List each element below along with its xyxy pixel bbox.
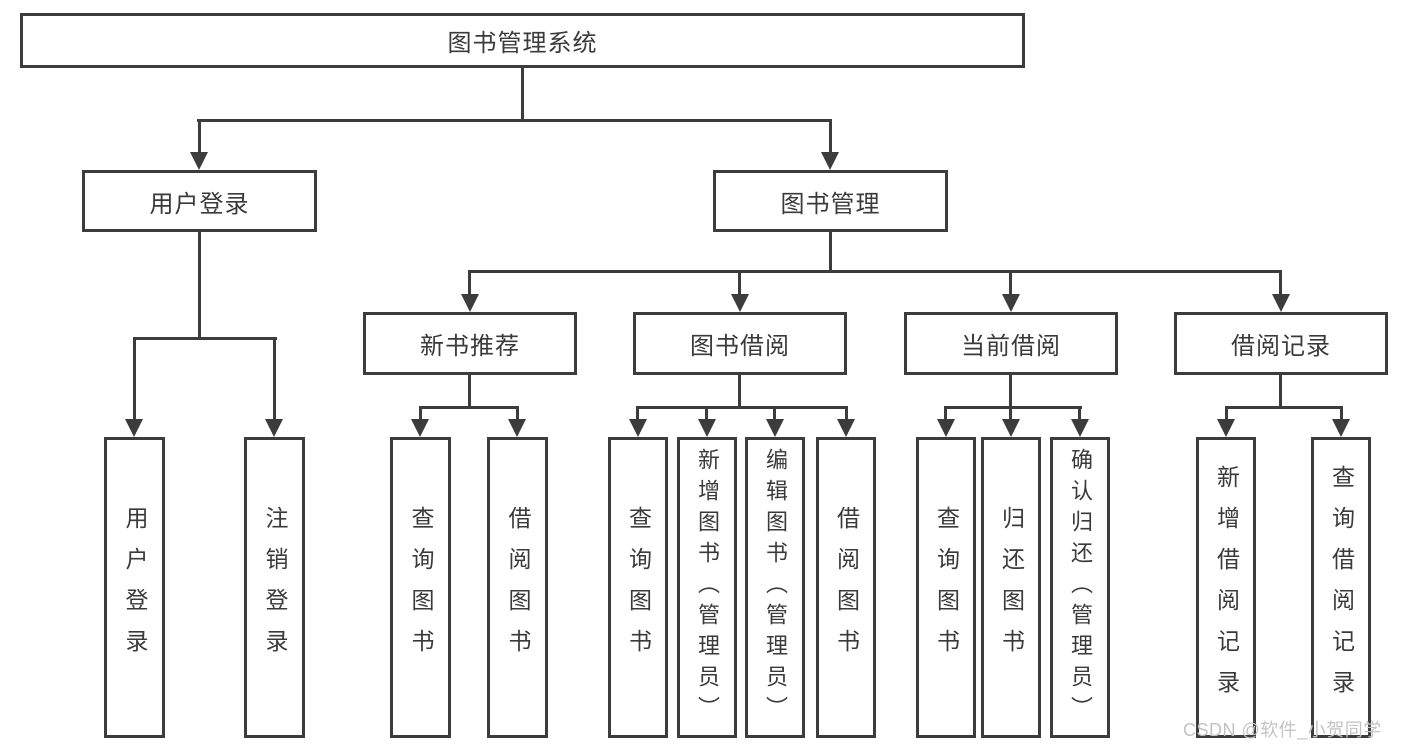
arrow-down-icon bbox=[125, 419, 143, 437]
connector-drop bbox=[829, 120, 832, 153]
arrow-down-icon bbox=[1071, 419, 1089, 437]
connector-root-stem bbox=[521, 68, 524, 120]
arrow-down-icon bbox=[411, 419, 429, 437]
arrow-down-icon bbox=[821, 152, 839, 170]
node-label: 借阅记录 bbox=[1231, 333, 1331, 360]
connector-rail bbox=[419, 406, 519, 409]
connector-drop bbox=[944, 407, 947, 419]
connector-drop bbox=[773, 407, 776, 419]
connector-drop bbox=[1279, 271, 1282, 294]
arrow-down-icon bbox=[629, 419, 647, 437]
arrow-down-icon bbox=[766, 419, 784, 437]
arrow-down-icon bbox=[937, 419, 955, 437]
arrow-down-icon bbox=[461, 294, 479, 312]
connector-user-login-rail bbox=[133, 337, 277, 340]
connector-drop bbox=[419, 407, 422, 419]
connector-user-login-stem bbox=[198, 232, 201, 338]
connector-stem bbox=[468, 375, 471, 407]
node-label: 用户登录 bbox=[122, 505, 148, 670]
node-book-borrowing: 图书借阅 bbox=[633, 312, 847, 375]
node-user-login: 用户登录 bbox=[82, 170, 317, 232]
arrow-down-icon bbox=[190, 152, 208, 170]
connector-drop bbox=[738, 271, 741, 294]
leaf-borrow-books-borrowing: 借阅图书 bbox=[816, 437, 876, 738]
leaf-confirm-return-admin: 确认归还（管理员） bbox=[1050, 437, 1110, 738]
leaf-edit-book-admin: 编辑图书（管理员） bbox=[745, 437, 805, 738]
leaf-add-book-admin: 新增图书（管理员） bbox=[677, 437, 737, 738]
leaf-query-books-current: 查询图书 bbox=[916, 437, 976, 738]
leaf-user-login: 用户登录 bbox=[104, 437, 165, 738]
leaf-borrow-books-recommend: 借阅图书 bbox=[487, 437, 548, 738]
connector-drop bbox=[1009, 407, 1012, 419]
connector-level2-rail bbox=[197, 119, 832, 122]
connector-drop bbox=[845, 407, 848, 419]
node-label: 查询图书 bbox=[933, 505, 960, 670]
leaf-add-borrow-record: 新增借阅记录 bbox=[1196, 437, 1256, 738]
node-label: 归还图书 bbox=[998, 505, 1025, 670]
node-label: 新增借阅记录 bbox=[1213, 464, 1240, 711]
leaf-query-books-borrowing: 查询图书 bbox=[608, 437, 668, 738]
connector-drop bbox=[198, 120, 201, 153]
connector-drop bbox=[273, 338, 276, 420]
node-label: 查询图书 bbox=[625, 505, 652, 670]
node-label: 确认归还（管理员） bbox=[1068, 448, 1093, 727]
connector-drop bbox=[1009, 271, 1012, 294]
arrow-down-icon bbox=[1272, 294, 1290, 312]
arrow-down-icon bbox=[1002, 419, 1020, 437]
node-label: 新增图书（管理员） bbox=[695, 448, 720, 727]
arrow-down-icon bbox=[1217, 419, 1235, 437]
leaf-query-borrow-record: 查询借阅记录 bbox=[1311, 437, 1371, 738]
node-label: 图书管理 bbox=[780, 190, 881, 218]
arrow-down-icon bbox=[1002, 294, 1020, 312]
connector-stem bbox=[1279, 375, 1282, 407]
connector-stem bbox=[1009, 375, 1012, 407]
arrow-down-icon bbox=[508, 419, 526, 437]
connector-drop bbox=[468, 271, 471, 294]
connector-level3-rail bbox=[468, 270, 1282, 273]
node-label: 查询图书 bbox=[408, 505, 434, 670]
connector-rail bbox=[944, 406, 1082, 409]
node-label: 编辑图书（管理员） bbox=[763, 448, 788, 727]
node-label: 注销登录 bbox=[262, 505, 288, 670]
node-current-borrowing: 当前借阅 bbox=[904, 312, 1118, 375]
node-book-management: 图书管理 bbox=[713, 170, 948, 232]
node-borrowing-records: 借阅记录 bbox=[1174, 312, 1388, 375]
connector-drop bbox=[1340, 407, 1343, 419]
node-label: 用户登录 bbox=[149, 190, 250, 218]
arrow-down-icon bbox=[698, 419, 716, 437]
arrow-down-icon bbox=[731, 294, 749, 312]
node-label: 借阅图书 bbox=[833, 505, 860, 670]
connector-stem bbox=[738, 375, 741, 407]
connector-drop bbox=[1078, 407, 1081, 419]
arrow-down-icon bbox=[1332, 419, 1350, 437]
connector-drop bbox=[516, 407, 519, 419]
node-root: 图书管理系统 bbox=[20, 13, 1025, 68]
arrow-down-icon bbox=[265, 419, 283, 437]
node-label: 当前借阅 bbox=[961, 333, 1061, 360]
node-label: 图书借阅 bbox=[690, 333, 790, 360]
leaf-logout: 注销登录 bbox=[244, 437, 305, 738]
leaf-return-books: 归还图书 bbox=[981, 437, 1041, 738]
arrow-down-icon bbox=[837, 419, 855, 437]
node-label: 图书管理系统 bbox=[447, 30, 598, 57]
csdn-watermark: CSDN @软件_小贺同学 bbox=[1183, 720, 1382, 740]
connector-book-mgmt-stem bbox=[829, 232, 832, 271]
connector-drop bbox=[133, 338, 136, 420]
node-label: 借阅图书 bbox=[505, 505, 531, 670]
connector-rail bbox=[636, 406, 848, 409]
connector-drop bbox=[705, 407, 708, 419]
connector-drop bbox=[1225, 407, 1228, 419]
node-new-book-recommend: 新书推荐 bbox=[363, 312, 577, 375]
leaf-query-books-recommend: 查询图书 bbox=[390, 437, 451, 738]
connector-rail bbox=[1225, 406, 1343, 409]
connector-drop bbox=[636, 407, 639, 419]
node-label: 查询借阅记录 bbox=[1328, 464, 1355, 711]
node-label: 新书推荐 bbox=[420, 333, 520, 360]
